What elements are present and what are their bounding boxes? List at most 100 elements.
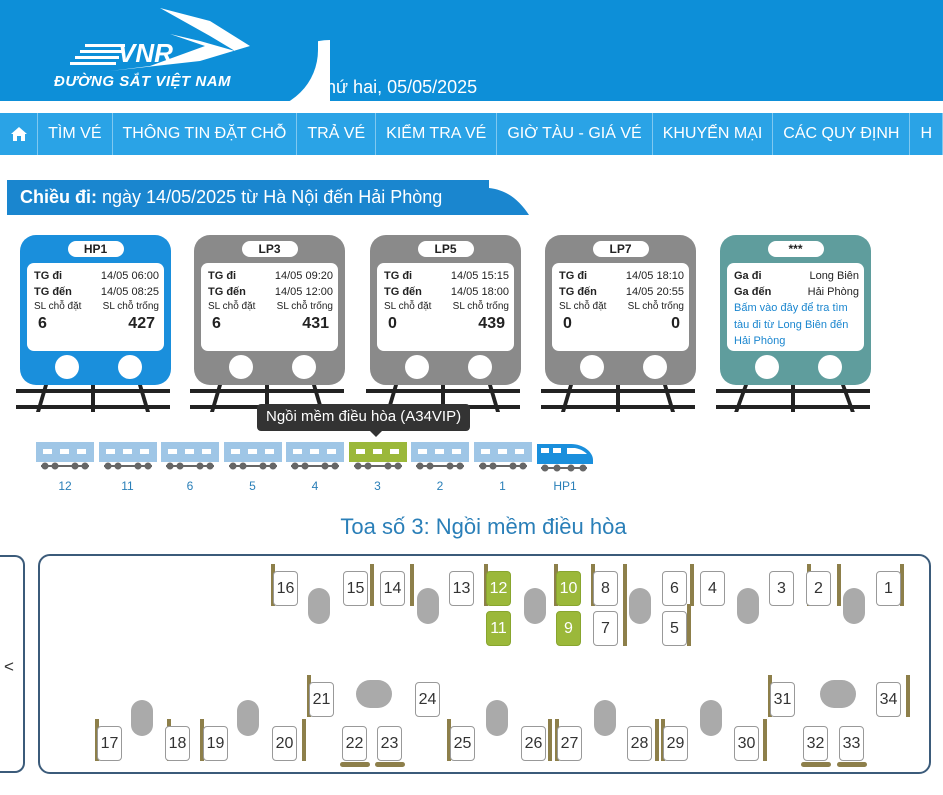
booked-count: 6 [38,315,47,332]
banner-curl-decoration [489,180,539,215]
nav-item-khuyen-mai[interactable]: KHUYẾN MẠI [653,113,774,155]
arrive-time: 14/05 20:55 [625,286,684,298]
nav-item-cac-quy-dinh[interactable]: CÁC QUY ĐỊNH [773,113,911,155]
coach-12[interactable] [35,440,95,474]
table [237,700,259,736]
coach-3[interactable] [348,440,408,474]
seat-14[interactable]: 14 [380,571,405,606]
table [843,588,865,624]
nav-item-more[interactable]: H [910,113,943,155]
seat-1[interactable]: 1 [876,571,901,606]
seat-divider [687,604,691,646]
seat-23[interactable]: 23 [377,726,402,761]
train-wheel [818,355,842,379]
table [700,700,722,736]
seat-3[interactable]: 3 [769,571,794,606]
seat-11[interactable]: 11 [486,611,511,646]
coach-4[interactable] [285,440,345,474]
seat-5[interactable]: 5 [662,611,687,646]
coach-2[interactable] [410,440,470,474]
seat-divider [906,675,910,717]
coach-5[interactable] [223,440,283,474]
seat-33[interactable]: 33 [839,726,864,761]
seat-31[interactable]: 31 [770,682,795,717]
coach-label: 6 [186,479,194,493]
nav-item-thong-tin-dat-cho[interactable]: THÔNG TIN ĐẶT CHỖ [113,113,298,155]
rail-track [541,385,695,412]
depart-time: 14/05 09:20 [274,270,333,282]
seat-16[interactable]: 16 [273,571,298,606]
train-wheel [468,355,492,379]
seat-28[interactable]: 28 [627,726,652,761]
locomotive-icon[interactable] [535,440,595,474]
seat-17[interactable]: 17 [97,726,122,761]
booked-count: 6 [212,315,221,332]
arrive-time: 14/05 12:00 [274,286,333,298]
coach-1[interactable] [473,440,533,474]
seat-20[interactable]: 20 [272,726,297,761]
seat-15[interactable]: 15 [343,571,368,606]
seat-9[interactable]: 9 [556,611,581,646]
train-wheel [755,355,779,379]
seat-27[interactable]: 27 [557,726,582,761]
table [356,680,392,708]
seat-12[interactable]: 12 [486,571,511,606]
seat-divider [801,762,831,767]
seat-7[interactable]: 7 [593,611,618,646]
train-wheel [118,355,142,379]
seat-divider [623,604,627,646]
coach-label: 12 [58,479,72,493]
nav-item-gio-tau-gia-ve[interactable]: GIỜ TÀU - GIÁ VÉ [497,113,653,155]
booked-count: 0 [563,315,572,332]
seat-13[interactable]: 13 [449,571,474,606]
prev-coach-panel[interactable] [0,555,25,773]
home-icon [10,127,27,141]
seat-24[interactable]: 24 [415,682,440,717]
lookup-long-bien-link[interactable]: Bấm vào đây để tra tìm tàu đi từ Long Bi… [734,302,849,347]
seat-32[interactable]: 32 [803,726,828,761]
nav-item-kiem-tra-ve[interactable]: KIỂM TRA VÉ [376,113,498,155]
seat-4[interactable]: 4 [700,571,725,606]
seat-divider [837,762,867,767]
coach-label: 1 [499,479,506,493]
seat-8[interactable]: 8 [593,571,618,606]
coach-6[interactable] [160,440,220,474]
seat-26[interactable]: 26 [521,726,546,761]
main-nav: TÌM VÉ THÔNG TIN ĐẶT CHỖ TRẢ VÉ KIỂM TRA… [0,113,943,155]
table [820,680,856,708]
seat-18[interactable]: 18 [165,726,190,761]
seat-divider [200,719,204,761]
booked-count: 0 [388,315,397,332]
site-header: VNR ĐƯỜNG SẮT VIỆT NAM Thứ hai, 05/05/20… [0,0,943,101]
seat-divider [410,564,414,606]
home-button[interactable] [0,113,39,155]
prev-coach-arrow[interactable]: < [4,657,14,676]
seat-34[interactable]: 34 [876,682,901,717]
seat-6[interactable]: 6 [662,571,687,606]
seat-22[interactable]: 22 [342,726,367,761]
train-wheel [580,355,604,379]
seat-30[interactable]: 30 [734,726,759,761]
train-wheel [643,355,667,379]
seat-25[interactable]: 25 [450,726,475,761]
nav-item-tim-ve[interactable]: TÌM VÉ [38,113,113,155]
seat-21[interactable]: 21 [309,682,334,717]
coach-title: Toa số 3: Ngồi mềm điều hòa [340,514,627,539]
rail-track [716,385,870,412]
train-wheel [229,355,253,379]
nav-item-tra-ve[interactable]: TRẢ VÉ [297,113,377,155]
vnr-logo[interactable]: VNR [50,6,260,96]
seat-19[interactable]: 19 [203,726,228,761]
train-code: HP1 [67,241,124,257]
table [737,588,759,624]
coach-11[interactable] [98,440,158,474]
seat-2[interactable]: 2 [806,571,831,606]
coach-label: 4 [311,479,319,493]
seat-29[interactable]: 29 [663,726,688,761]
seat-10[interactable]: 10 [556,571,581,606]
